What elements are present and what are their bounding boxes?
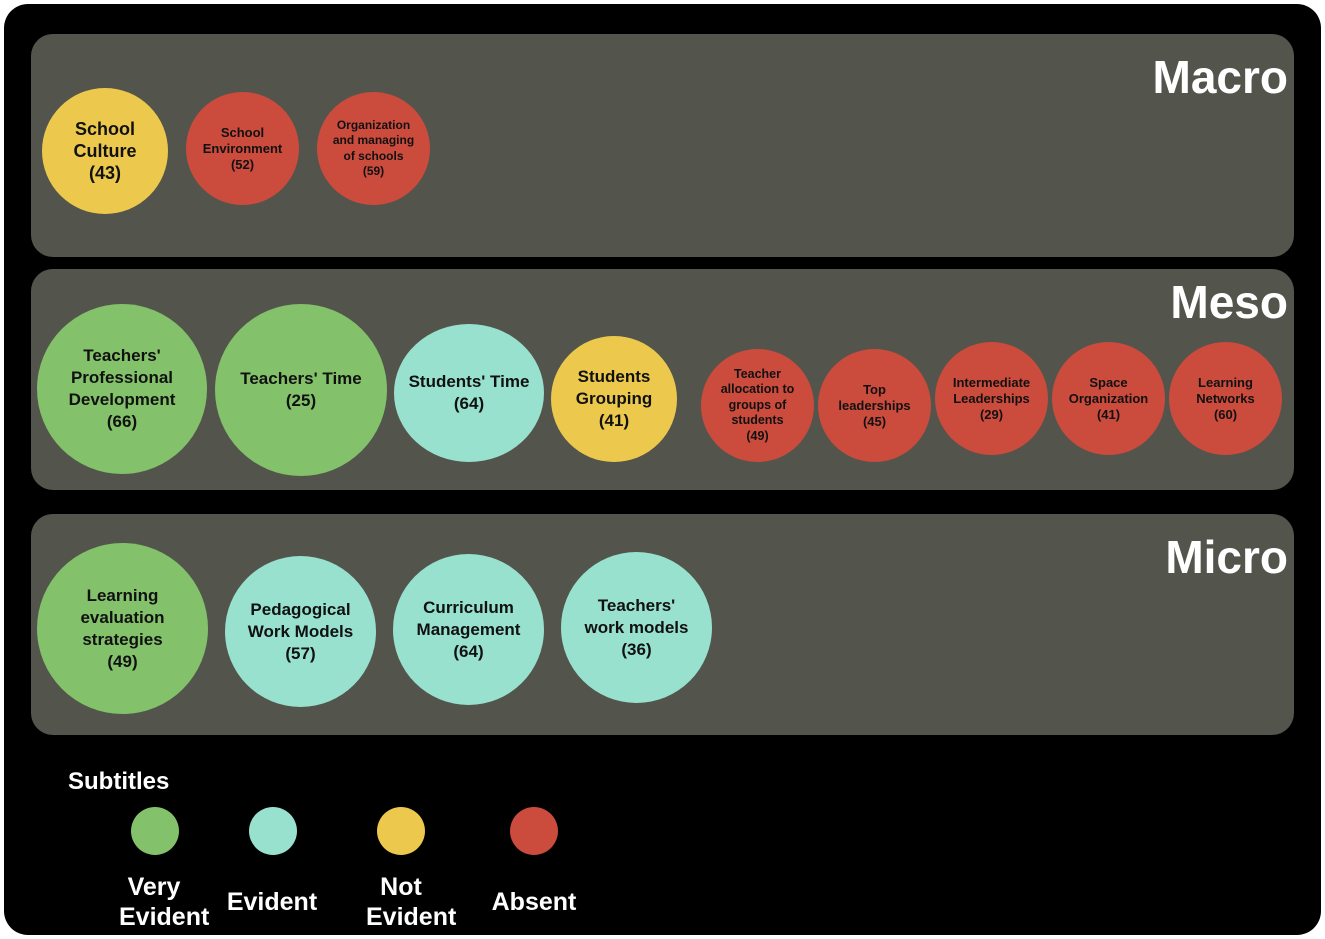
bubble-count: (41) — [1096, 406, 1121, 422]
bubble-label: School Environment — [202, 124, 283, 156]
bubble-label: Intermediate Leaderships — [952, 374, 1031, 406]
bubble-label: Learning evaluation strategies — [80, 585, 165, 649]
bubble-count: (66) — [106, 412, 138, 431]
bubble-students-time: Students' Time (64) — [394, 324, 544, 462]
bubble-organization-managing-schools: Organization and managing of schools(59) — [317, 92, 430, 205]
panel-title-meso: Meso — [1170, 276, 1288, 328]
bubble-label: Organization and managing of schools — [332, 117, 415, 163]
bubble-school-environment: School Environment(52) — [186, 92, 299, 205]
bubble-teachers-work-models: Teachers' work models(36) — [561, 552, 712, 703]
bubble-count: (52) — [230, 156, 255, 172]
bubble-label: Teachers' work models — [584, 595, 689, 637]
bubble-students-grouping: Students Grouping (41) — [551, 336, 677, 462]
legend-dot-evident — [249, 807, 297, 855]
bubble-curriculum-management: Curriculum Management(64) — [393, 554, 544, 705]
panel-title-micro: Micro — [1165, 531, 1288, 583]
bubble-learning-evaluation-strategies: Learning evaluation strategies(49) — [37, 543, 208, 714]
bubble-count: (49) — [746, 428, 769, 443]
legend-dot-not-evident — [377, 807, 425, 855]
bubble-teachers-professional-development: Teachers' Professional Development (66) — [37, 304, 207, 474]
legend-label-absent: Absent — [491, 888, 577, 916]
bubble-count: (64) — [453, 394, 485, 413]
bubble-count: (25) — [285, 391, 317, 410]
panel-meso: Meso Teachers' Professional Development (… — [31, 269, 1294, 490]
bubble-count: (60) — [1213, 406, 1238, 422]
legend-label-very-evident: Very Evident — [119, 873, 210, 931]
bubble-label: Students Grouping — [575, 367, 653, 408]
bubble-count: (57) — [285, 643, 316, 663]
legend-label-evident: Evident — [226, 888, 318, 916]
bubble-label: Curriculum Management — [416, 597, 521, 639]
panel-title-macro: Macro — [1152, 51, 1288, 103]
bubble-pedagogical-work-models: Pedagogical Work Models(57) — [225, 556, 376, 707]
legend-label-not-evident: Not Evident — [366, 873, 457, 931]
legend-dot-absent — [510, 807, 558, 855]
bubble-count: (59) — [362, 164, 385, 178]
bubble-learning-networks: Learning Networks(60) — [1169, 342, 1282, 455]
bubble-top-leaderships: Top leaderships(45) — [818, 349, 931, 462]
bubble-school-culture: School Culture(43) — [42, 88, 168, 214]
bubble-teachers-time: Teachers' Time (25) — [215, 304, 387, 476]
bubble-label: Teachers' Time — [240, 369, 362, 388]
legend-title: Subtitles — [68, 768, 170, 795]
bubble-intermediate-leaderships: Intermediate Leaderships(29) — [935, 342, 1048, 455]
bubble-label: Learning Networks — [1196, 374, 1255, 406]
bubble-teacher-allocation: Teacher allocation to groups of students… — [701, 349, 814, 462]
bubble-count: (41) — [598, 411, 630, 430]
legend-dot-very-evident — [131, 807, 179, 855]
bubble-count: (49) — [107, 651, 138, 671]
bubble-count: (45) — [862, 413, 887, 429]
bubble-label: Pedagogical Work Models — [247, 599, 354, 641]
bubble-label: Teacher allocation to groups of students — [720, 366, 795, 428]
panel-micro: Micro Learning evaluation strategies(49)… — [31, 514, 1294, 735]
bubble-count: (64) — [453, 641, 484, 661]
bubble-count: (29) — [979, 406, 1004, 422]
panel-macro: Macro School Culture(43) School Environm… — [31, 34, 1294, 257]
bubble-label: Top leaderships — [838, 381, 911, 413]
bubble-label: Space Organization — [1068, 374, 1149, 406]
bubble-count: (36) — [621, 639, 652, 659]
bubble-count: (43) — [88, 163, 121, 183]
bubble-label: Teachers' Professional Development — [68, 346, 176, 409]
bubble-space-organization: Space Organization(41) — [1052, 342, 1165, 455]
diagram-frame: Macro School Culture(43) School Environm… — [4, 4, 1321, 935]
bubble-label: School Culture — [73, 119, 137, 161]
bubble-label: Students' Time — [408, 372, 530, 391]
